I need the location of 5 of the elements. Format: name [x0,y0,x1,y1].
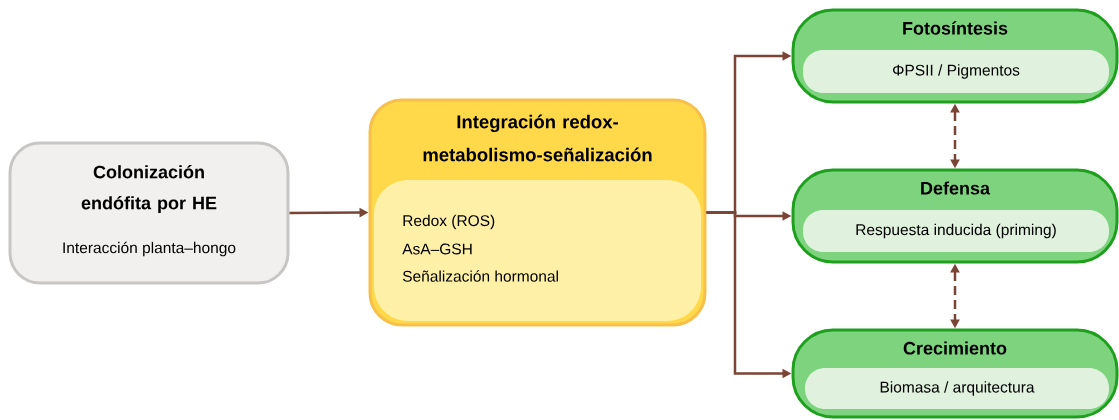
rounded-box: Colonización endófita por HE Interacción planta–hongo [8,141,290,285]
inner-panel: Redox (ROS) AsA–GSH Señalización hormonal [374,180,701,321]
inner-panel: Respuesta inducida (priming) [803,210,1109,252]
inner-panel: ΦPSII / Pigmentos [803,50,1109,93]
inner-panel: Biomasa / arquitectura [805,368,1109,409]
